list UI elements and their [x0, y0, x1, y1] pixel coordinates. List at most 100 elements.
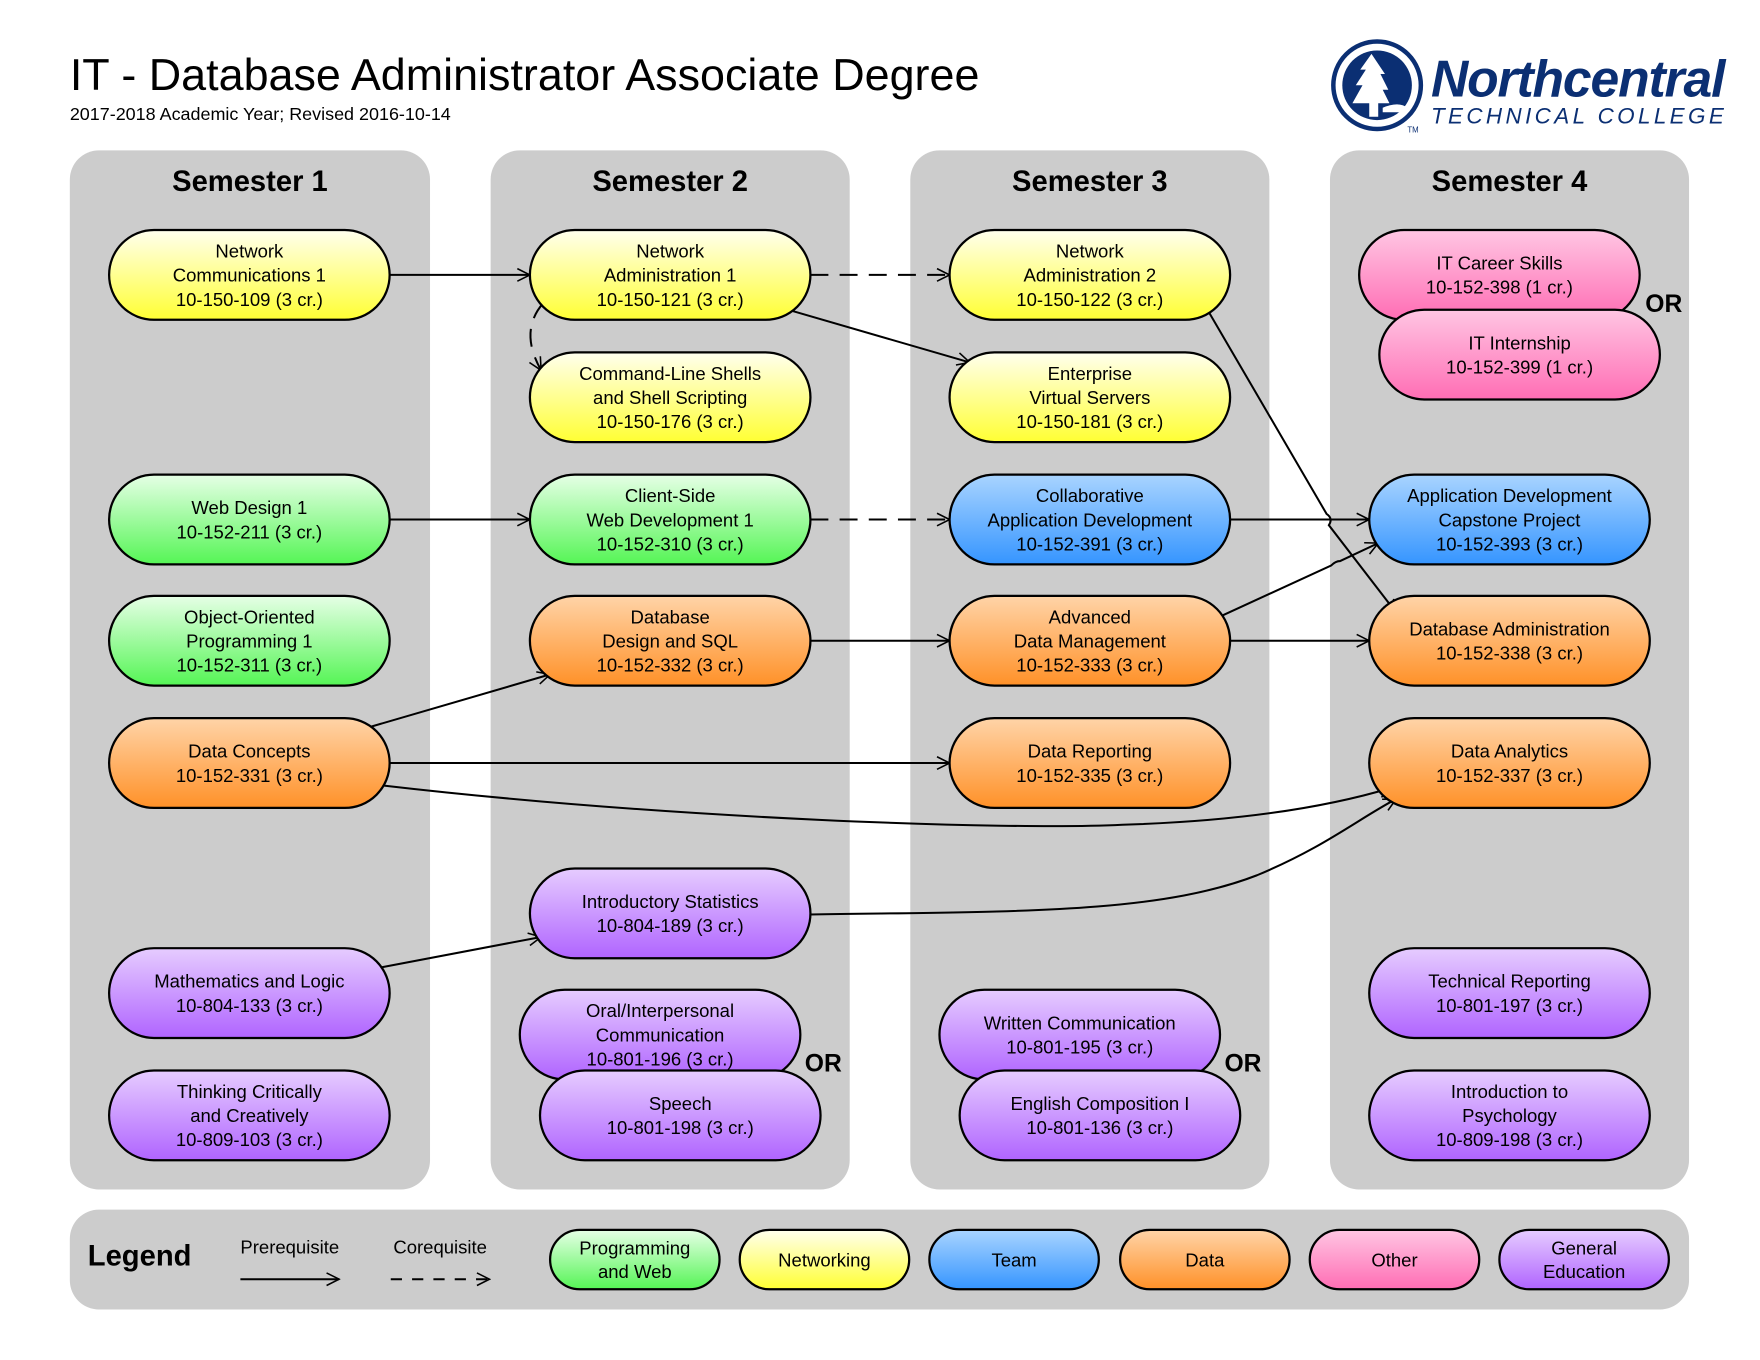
- course-code: 10-152-398 (1 cr.): [1426, 277, 1573, 298]
- or-label: OR: [805, 1051, 842, 1078]
- course-pill: [1368, 717, 1651, 810]
- course-name: Network: [1056, 241, 1125, 262]
- course-name: Network: [636, 241, 705, 262]
- semester-title: Semester 1: [172, 166, 328, 198]
- course-code: 10-150-109 (3 cr.): [176, 289, 323, 310]
- college-logo: Northcentral TECHNICAL COLLEGE TM: [1331, 39, 1728, 134]
- course-name: Oral/Interpersonal: [586, 1000, 734, 1021]
- course-name: Enterprise: [1048, 363, 1132, 384]
- course-name: Administration 1: [604, 265, 737, 286]
- course-code: 10-152-332 (3 cr.): [597, 655, 744, 676]
- legend-pill: [1498, 1228, 1670, 1291]
- course-node-wd1[interactable]: Web Design 110-152-211 (3 cr.): [107, 473, 391, 566]
- course-code: 10-804-189 (3 cr.): [597, 915, 744, 936]
- course-name: Capstone Project: [1439, 509, 1581, 530]
- legend: Legend Prerequisite Corequisite Programm…: [69, 1209, 1690, 1310]
- course-code: 10-801-197 (3 cr.): [1436, 995, 1583, 1016]
- legend-swatch-networking: Networking: [738, 1228, 911, 1291]
- semester-title: Semester 2: [592, 166, 748, 198]
- course-name: Command-Line Shells: [579, 363, 761, 384]
- course-pill: [1368, 594, 1651, 687]
- course-pill: [948, 351, 1232, 444]
- course-code: 10-801-195 (3 cr.): [1006, 1036, 1153, 1057]
- logo-tagline: TECHNICAL COLLEGE: [1431, 103, 1727, 128]
- course-name: Mathematics and Logic: [154, 971, 344, 992]
- course-name: Application Development: [1407, 485, 1612, 506]
- corequisite-edge-na1-cls: [530, 302, 545, 370]
- prerequisite-edge-adm-adcp: [1220, 543, 1378, 617]
- course-name: Web Design 1: [191, 497, 307, 518]
- course-code: 10-150-176 (3 cr.): [597, 411, 744, 432]
- course-node-ec1[interactable]: English Composition I10-801-136 (3 cr.): [958, 1069, 1242, 1162]
- course-pill: [528, 228, 812, 321]
- legend-pill: [1119, 1228, 1291, 1291]
- legend-pill: [928, 1228, 1100, 1291]
- legend-corequisite: Corequisite: [390, 1236, 490, 1279]
- course-name: IT Career Skills: [1436, 253, 1562, 274]
- legend-category-label: Other: [1371, 1249, 1417, 1270]
- course-pill: [948, 594, 1232, 687]
- course-name: Technical Reporting: [1428, 971, 1590, 992]
- legend-category-label: and Web: [598, 1261, 672, 1282]
- or-label: OR: [1645, 291, 1682, 318]
- pine-tree-emblem-icon: [1331, 39, 1424, 132]
- course-pill: [1358, 228, 1641, 321]
- course-name: Introduction to: [1451, 1081, 1568, 1102]
- legend-swatch-other: Other: [1308, 1228, 1481, 1291]
- course-node-tr[interactable]: Technical Reporting 10-801-197 (3 cr.): [1368, 947, 1651, 1040]
- course-pill: [528, 351, 812, 444]
- course-pill: [107, 228, 391, 321]
- course-name: Thinking Critically: [177, 1081, 323, 1102]
- course-name: Design and SQL: [602, 630, 738, 651]
- course-pill: [107, 717, 391, 810]
- course-pill: [1378, 308, 1661, 401]
- course-node-itcs[interactable]: IT Career Skills 10-152-398 (1 cr.): [1358, 228, 1641, 321]
- course-name: Web Development 1: [587, 509, 754, 530]
- course-pill: [1368, 473, 1651, 566]
- course-code: 10-152-391 (3 cr.): [1016, 533, 1163, 554]
- course-pill: [538, 1069, 822, 1162]
- prerequisite-edge-dc-dds: [369, 674, 550, 729]
- course-name: Virtual Servers: [1029, 387, 1150, 408]
- semester-title: Semester 4: [1432, 166, 1588, 198]
- course-name: Advanced: [1049, 606, 1131, 627]
- prerequisite-edge-dc-da: [382, 784, 1392, 828]
- course-code: 10-152-310 (3 cr.): [597, 533, 744, 554]
- course-node-oic[interactable]: Oral/InterpersonalCommunication10-801-19…: [518, 988, 802, 1081]
- legend-category-label: Programming: [579, 1238, 690, 1259]
- legend-pill: [738, 1228, 911, 1291]
- prerequisite-edge-ml-is: [381, 937, 541, 969]
- course-pill: [1368, 947, 1651, 1040]
- course-name: Collaborative: [1036, 485, 1144, 506]
- page-title: IT - Database Administrator Associate De…: [70, 49, 980, 100]
- course-name: Database Administration: [1409, 618, 1610, 639]
- course-pill: [1368, 1069, 1651, 1162]
